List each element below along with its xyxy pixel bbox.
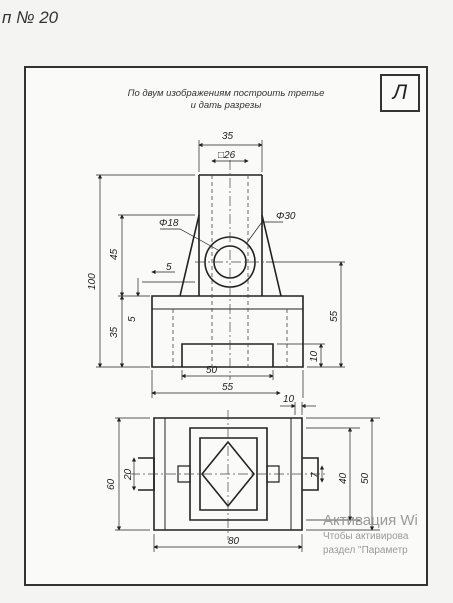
variant-title: п № 20 [2, 8, 59, 27]
dim-square: □26 [218, 150, 236, 161]
dim-plan-outer: 50 [360, 472, 371, 484]
dim-total-height: 100 [87, 273, 98, 290]
dim-step-v: 5 [127, 316, 138, 322]
dim-top-width: 35 [222, 131, 234, 142]
dim-lower-height: 35 [109, 326, 120, 338]
watermark-line-2: раздел "Параметр [323, 545, 408, 556]
dim-plan-offset: 10 [283, 394, 295, 405]
watermark-title: Активация Wi [323, 512, 418, 529]
front-dimensions [96, 140, 345, 398]
task-text: По двум изображениям построить третье и … [76, 88, 376, 112]
dim-plan-depth: 60 [106, 478, 117, 490]
dim-plan-pin: 7 [310, 472, 321, 478]
dim-upper-height: 45 [109, 248, 120, 260]
dim-plan-inner: 40 [338, 472, 349, 484]
watermark-line-1: Чтобы активирова [323, 531, 409, 542]
dim-plan-slot: 20 [123, 468, 134, 481]
dim-slot-height: 10 [309, 350, 320, 362]
drawing-sheet: По двум изображениям построить третье и … [24, 66, 428, 586]
dim-hole-large: Φ30 [276, 211, 296, 222]
dim-right-height: 55 [329, 310, 340, 322]
dim-hole-small: Φ18 [159, 218, 179, 229]
dim-base-width: 55 [222, 382, 234, 393]
dim-slot-width: 50 [206, 365, 218, 376]
task-line-1: По двум изображениям построить третье [127, 88, 325, 99]
plan-view-centerlines [130, 410, 325, 540]
plan-dimensions [115, 402, 380, 552]
stamp-letter: Л [380, 74, 420, 112]
task-line-2: и дать разрезы [190, 100, 262, 111]
front-view-centerlines [195, 160, 265, 380]
dim-step-h: 5 [166, 262, 172, 273]
dim-plan-length: 80 [228, 536, 240, 547]
front-view-hidden [172, 175, 288, 367]
front-view [151, 174, 304, 368]
activation-watermark: Активация Wi Чтобы активирова раздел "Па… [323, 512, 453, 558]
